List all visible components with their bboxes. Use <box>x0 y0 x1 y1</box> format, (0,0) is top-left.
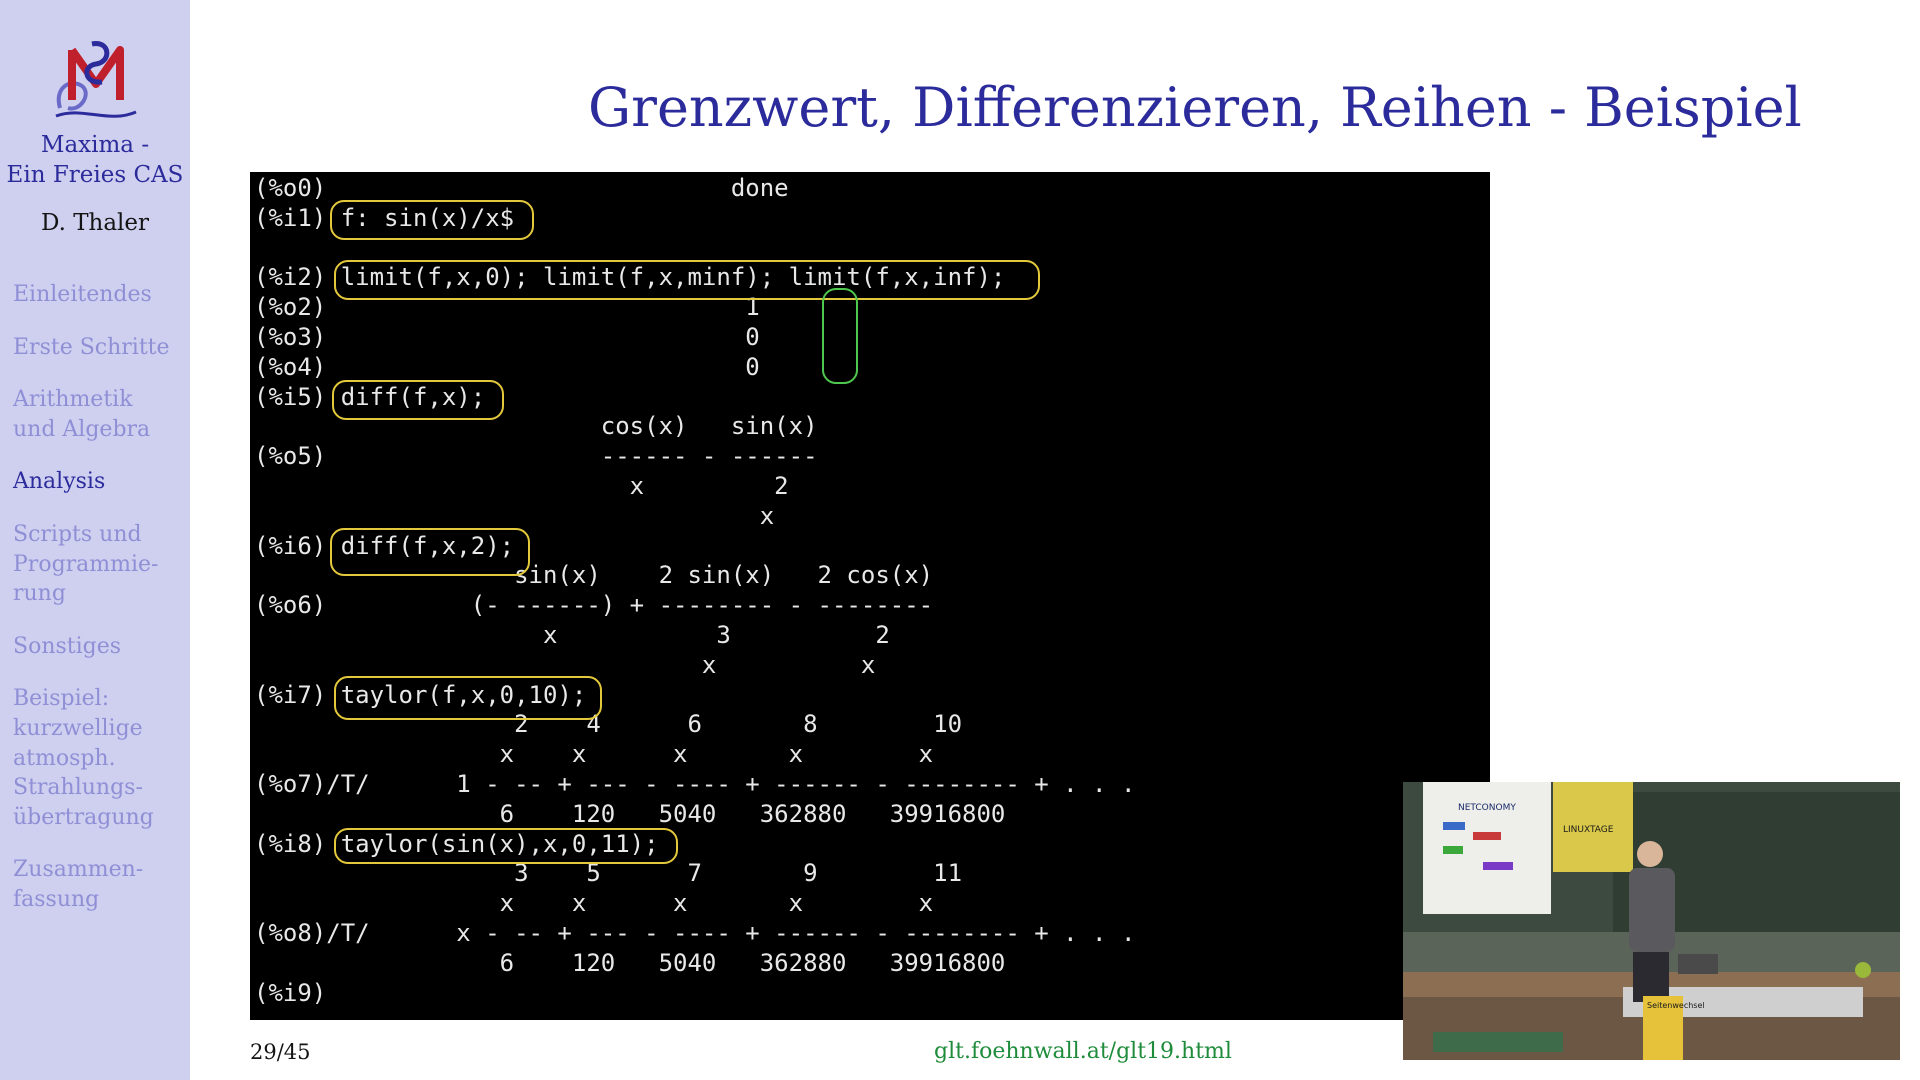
terminal-line: x 2 <box>254 471 789 500</box>
maxima-terminal: (%o0) done (%i1) f: sin(x)/x$ (%i2) limi… <box>250 172 1490 1020</box>
page-number: 29/45 <box>250 1040 311 1064</box>
slide-title: Grenzwert, Differenzieren, Reihen - Beis… <box>588 76 1802 139</box>
terminal-line: 6 120 5040 362880 39916800 <box>254 799 1006 828</box>
output-highlight-limits <box>822 288 858 384</box>
nav-item-arithmetik[interactable]: Arithmetik und Algebra <box>13 387 151 442</box>
terminal-line: 2 4 6 8 10 <box>254 710 963 739</box>
section-nav: Einleitendes Erste Schritte Arithmetik u… <box>13 280 183 938</box>
banner-text: LINUXTAGE <box>1563 825 1614 835</box>
terminal-line: cos(x) sin(x) <box>254 412 818 441</box>
terminal-line: x <box>254 501 775 530</box>
nav-item-erste-schritte[interactable]: Erste Schritte <box>13 334 170 360</box>
terminal-line: x 3 2 <box>254 620 890 649</box>
terminal-line: (%o4) 0 <box>254 352 760 381</box>
terminal-line: (%i1) f: sin(x)/x$ <box>254 203 515 232</box>
terminal-line: (%o5) ------ - ------ <box>254 442 818 471</box>
lecture-hall-scene: NETCONOMY LINUXTAGE Seitenwechsel <box>1403 782 1900 1060</box>
input-highlight-i5 <box>332 380 504 420</box>
input-highlight-i8 <box>334 828 678 864</box>
terminal-line: 3 5 7 9 11 <box>254 859 963 888</box>
terminal-line: (%o3) 0 <box>254 322 760 351</box>
maxima-logo-icon <box>55 41 137 118</box>
nav-item-beispiel[interactable]: Beispiel: kurzwellige atmosph. Strahlung… <box>13 686 154 830</box>
terminal-line: (%i5) diff(f,x); <box>254 382 486 411</box>
terminal-line: x x x x x <box>254 889 934 918</box>
terminal-line: (%i8) taylor(sin(x),x,0,11); <box>254 829 659 858</box>
terminal-line: (%o0) done <box>254 174 789 202</box>
terminal-line: (%o2) 1 <box>254 293 760 322</box>
terminal-line: x x <box>254 650 876 679</box>
nav-item-zusammenfassung[interactable]: Zusammen-fassung <box>13 857 144 912</box>
sidebar-title-line2: Ein Freies CAS <box>6 162 184 188</box>
terminal-line: (%i6) diff(f,x,2); <box>254 531 515 560</box>
input-highlight-i6 <box>330 528 530 576</box>
speaker-video-inset: NETCONOMY LINUXTAGE Seitenwechsel <box>1403 782 1900 1060</box>
footer-link[interactable]: glt.foehnwall.at/glt19.html <box>934 1039 1232 1064</box>
sponsor-text: NETCONOMY <box>1458 803 1516 813</box>
terminal-line: sin(x) 2 sin(x) 2 cos(x) <box>254 561 934 590</box>
terminal-line: (%i9) <box>254 978 327 1007</box>
input-highlight-i1 <box>330 200 534 240</box>
terminal-line: (%o8)/T/ x - -- + --- - ---- + ------ - … <box>254 918 1136 947</box>
terminal-line: (%i2) limit(f,x,0); limit(f,x,minf); lim… <box>254 263 1006 292</box>
sidebar-author: D. Thaler <box>40 210 150 236</box>
terminal-line: (%o7)/T/ 1 - -- + --- - ---- + ------ - … <box>254 769 1136 798</box>
terminal-line: (%o6) (- ------) + -------- - -------- <box>254 591 934 620</box>
nav-item-einleitendes[interactable]: Einleitendes <box>13 282 152 307</box>
terminal-output: (%o0) done (%i1) f: sin(x)/x$ (%i2) limi… <box>254 174 1135 1008</box>
terminal-line: x x x x x <box>254 740 934 769</box>
nav-item-analysis[interactable]: Analysis <box>13 469 106 495</box>
nav-item-scripts[interactable]: Scripts und Programmie-rung <box>13 521 159 607</box>
input-highlight-i2 <box>334 260 1040 300</box>
sidebar: Maxima - Ein Freies CAS D. Thaler Einlei… <box>0 0 190 1080</box>
input-highlight-i7 <box>334 676 602 720</box>
nav-item-sonstiges[interactable]: Sonstiges <box>13 633 122 659</box>
sidebar-title-line1: Maxima - <box>40 132 150 158</box>
terminal-line: (%i7) taylor(f,x,0,10); <box>254 680 587 709</box>
lectern-text: Seitenwechsel <box>1647 1001 1705 1010</box>
terminal-line: 6 120 5040 362880 39916800 <box>254 948 1006 977</box>
